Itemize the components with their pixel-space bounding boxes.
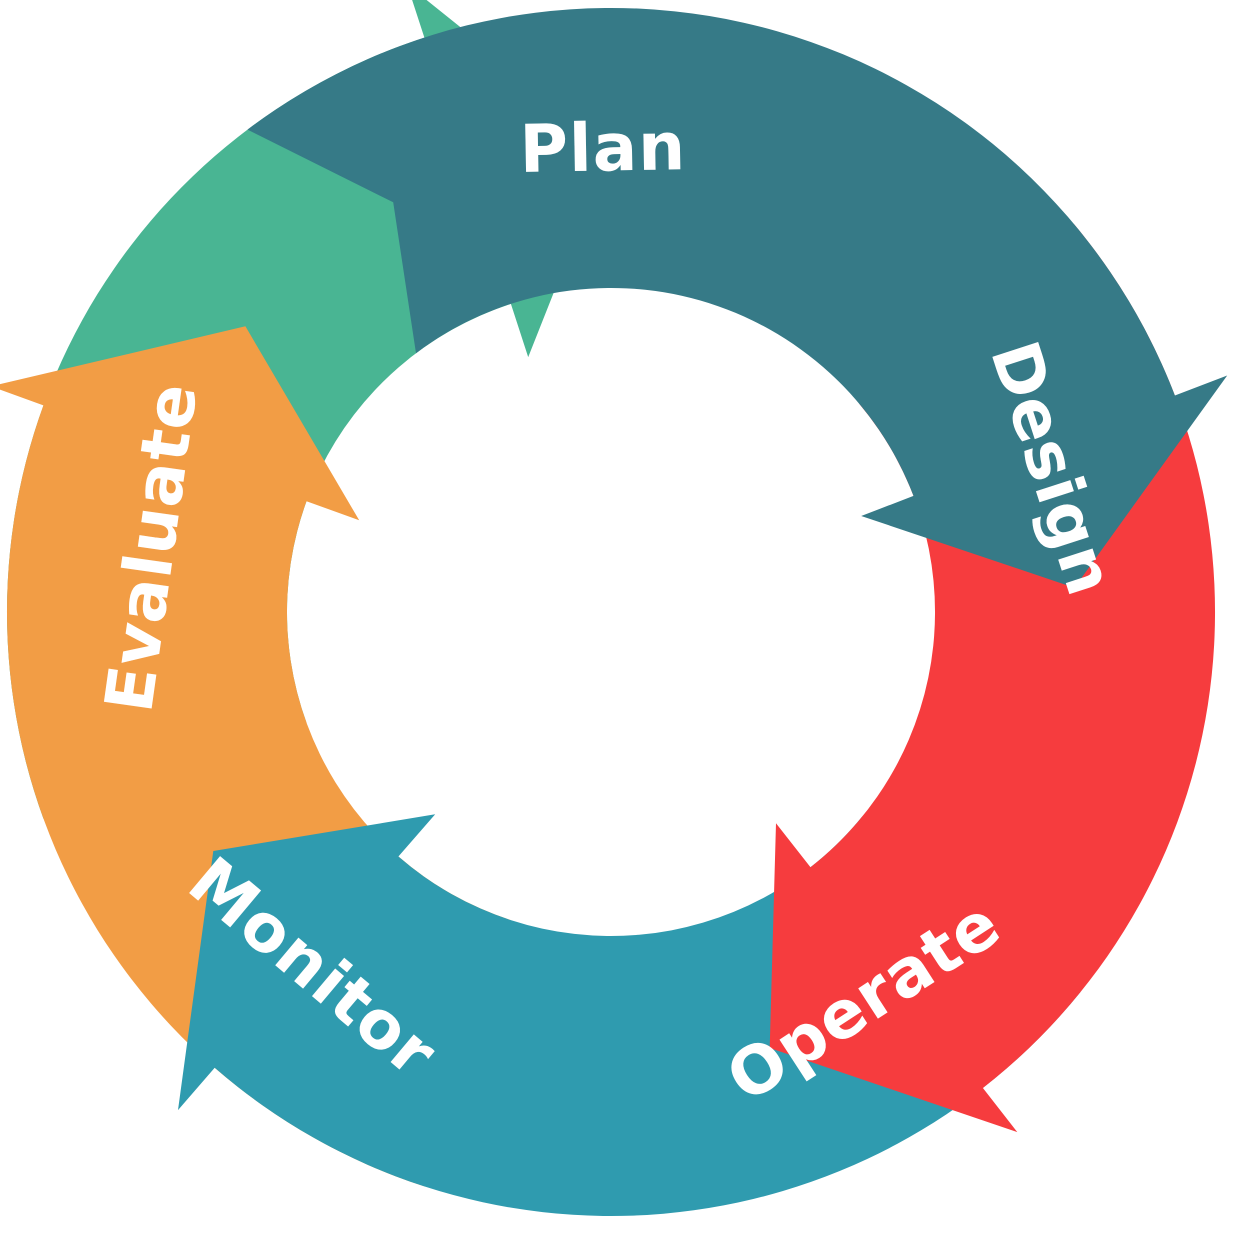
arrow-plan [247, 7, 1228, 588]
label-plan: Plan [519, 108, 687, 188]
